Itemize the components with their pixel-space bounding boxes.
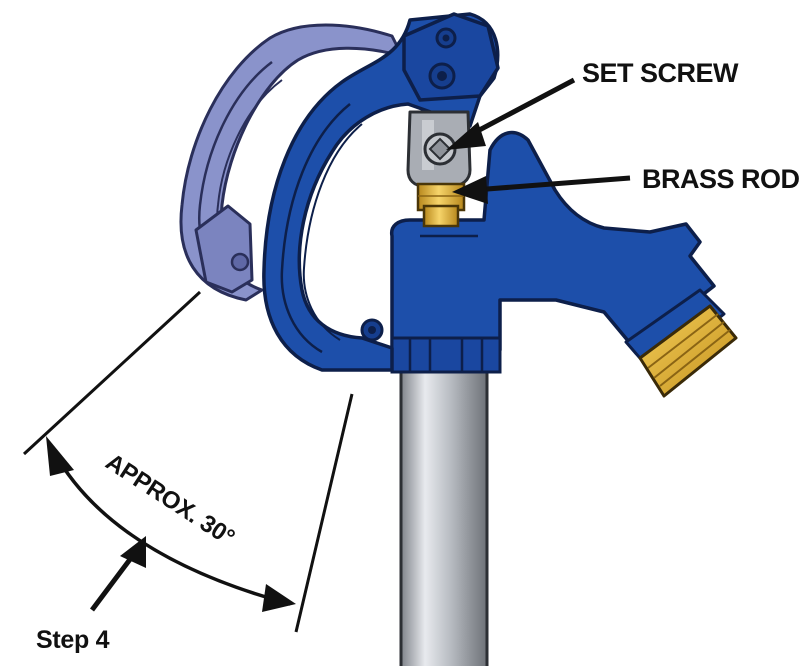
angle-label: APPROX. 30° — [101, 448, 240, 551]
set-screw-label: SET SCREW — [582, 58, 739, 88]
step-arrow — [92, 554, 134, 610]
angle-guide-line-right — [296, 394, 352, 632]
brass-rod-label: BRASS ROD — [642, 164, 800, 194]
angle-arc — [46, 436, 296, 612]
angle-guide-line-left — [24, 292, 200, 454]
step-label: Step 4 — [36, 626, 110, 654]
supply-pipe — [401, 360, 487, 666]
